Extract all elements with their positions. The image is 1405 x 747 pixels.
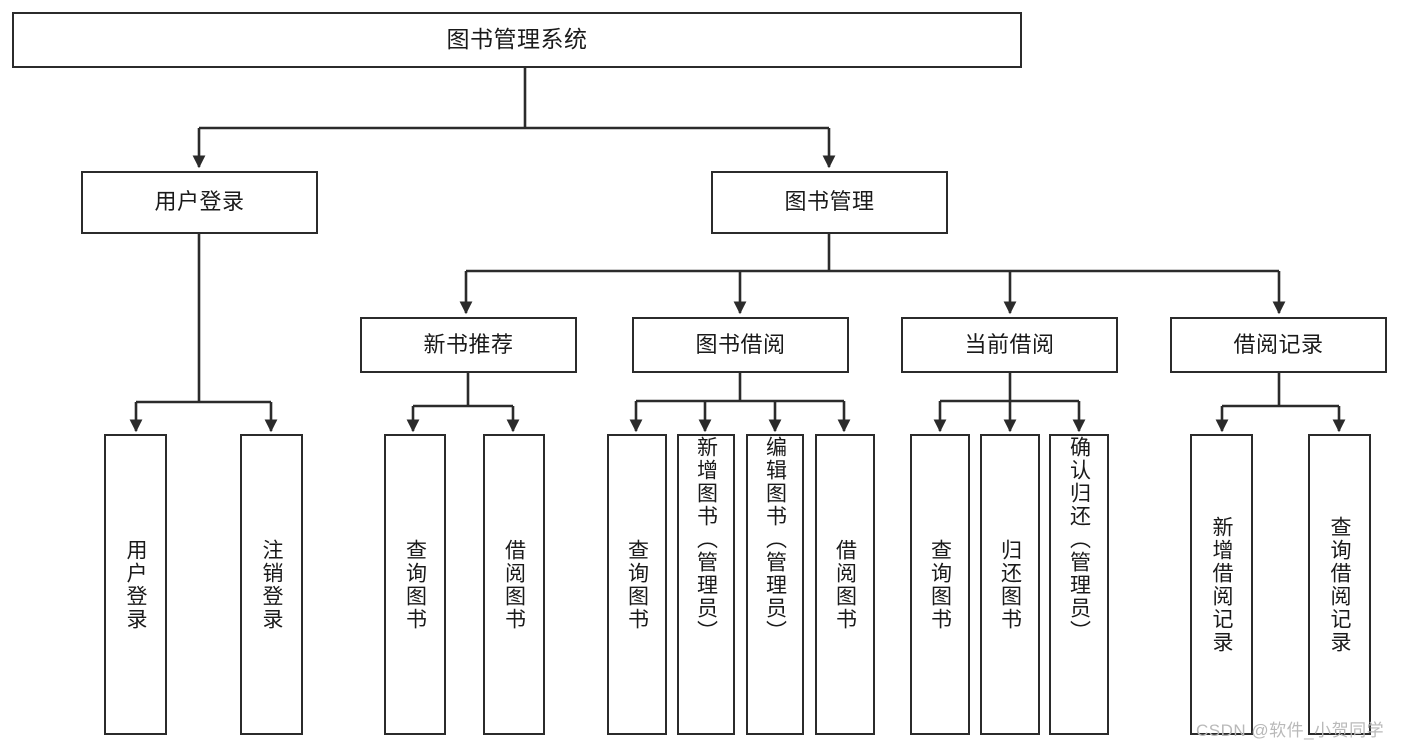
node-book-management-label: 图书管理: [784, 189, 875, 215]
leaf-query-book-newbook[interactable]: 查询图书: [384, 434, 446, 735]
node-new-book-recommend[interactable]: 新书推荐: [360, 317, 577, 373]
node-root-label: 图书管理系统: [446, 26, 588, 53]
node-root[interactable]: 图书管理系统: [12, 12, 1022, 68]
node-book-borrow-label: 图书借阅: [695, 331, 786, 357]
leaf-add-borrow-record[interactable]: 新增借阅记录: [1190, 434, 1253, 735]
leaf-return-book-label: 归还图书: [998, 538, 1022, 631]
node-current-borrow-label: 当前借阅: [964, 331, 1055, 357]
leaf-borrow-book-borrow[interactable]: 借阅图书: [815, 434, 875, 735]
leaf-borrow-book-borrow-label: 借阅图书: [833, 538, 857, 631]
leaf-logout-label: 注销登录: [260, 538, 283, 631]
node-book-management[interactable]: 图书管理: [711, 171, 948, 234]
leaf-query-book-current[interactable]: 查询图书: [910, 434, 970, 735]
node-borrow-record-label: 借阅记录: [1233, 331, 1324, 357]
leaf-user-login[interactable]: 用户登录: [104, 434, 167, 735]
leaf-logout[interactable]: 注销登录: [240, 434, 303, 735]
leaf-query-book-borrow-label: 查询图书: [625, 538, 649, 631]
leaf-query-borrow-record-label: 查询借阅记录: [1328, 515, 1351, 654]
leaf-user-login-label: 用户登录: [124, 538, 147, 631]
leaf-query-borrow-record[interactable]: 查询借阅记录: [1308, 434, 1371, 735]
leaf-add-book-admin-label: 新增图书（管理员）: [694, 436, 718, 643]
leaf-add-borrow-record-label: 新增借阅记录: [1210, 515, 1233, 654]
node-book-borrow[interactable]: 图书借阅: [632, 317, 849, 373]
node-user-login-label: 用户登录: [154, 189, 245, 215]
leaf-confirm-return-admin[interactable]: 确认归还（管理员）: [1049, 434, 1109, 735]
leaf-query-book-borrow[interactable]: 查询图书: [607, 434, 667, 735]
leaf-query-book-newbook-label: 查询图书: [403, 538, 427, 631]
leaf-query-book-current-label: 查询图书: [928, 538, 952, 631]
node-new-book-recommend-label: 新书推荐: [423, 331, 514, 357]
leaf-borrow-book-newbook[interactable]: 借阅图书: [483, 434, 545, 735]
leaf-return-book[interactable]: 归还图书: [980, 434, 1040, 735]
node-borrow-record[interactable]: 借阅记录: [1170, 317, 1387, 373]
node-current-borrow[interactable]: 当前借阅: [901, 317, 1118, 373]
leaf-add-book-admin[interactable]: 新增图书（管理员）: [677, 434, 735, 735]
leaf-borrow-book-newbook-label: 借阅图书: [502, 538, 526, 631]
node-user-login[interactable]: 用户登录: [81, 171, 318, 234]
leaf-confirm-return-admin-label: 确认归还（管理员）: [1067, 436, 1091, 643]
leaf-edit-book-admin[interactable]: 编辑图书（管理员）: [746, 434, 804, 735]
leaf-edit-book-admin-label: 编辑图书（管理员）: [763, 436, 787, 643]
